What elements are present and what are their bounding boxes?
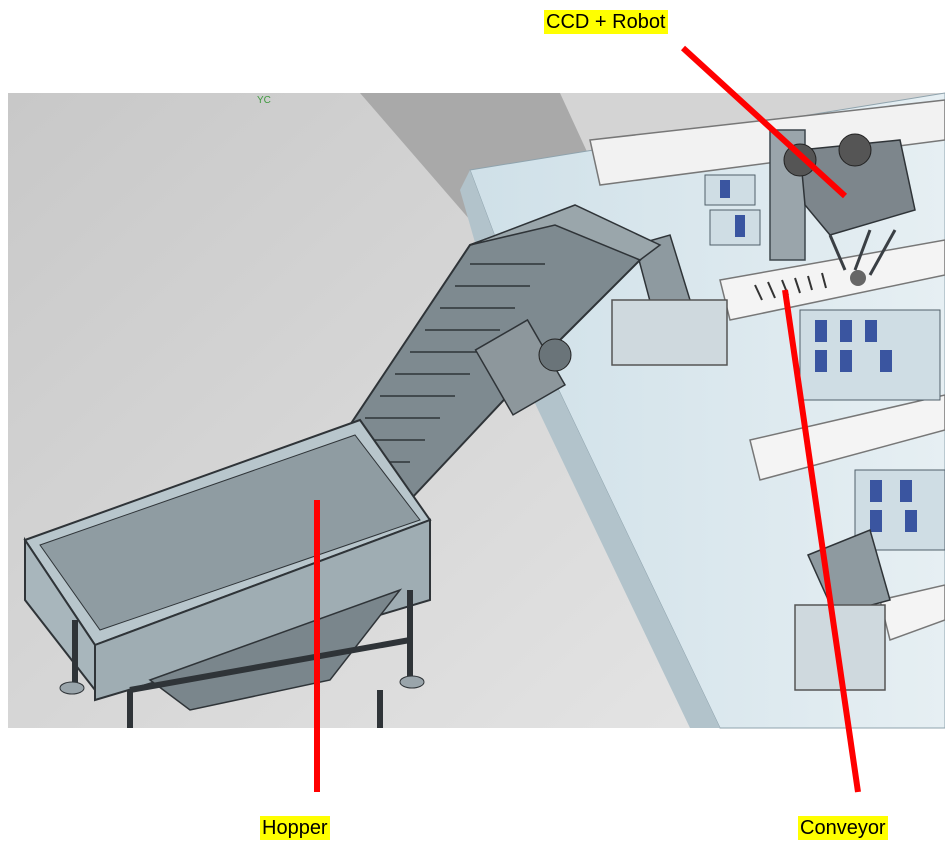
label-conveyor: Conveyor [798,816,888,840]
bottom-conveyor-belt [879,584,945,641]
label-hopper: Hopper [260,816,330,840]
elevator-motor-flange [538,338,572,372]
fan-right [838,133,872,167]
label-ccd-robot: CCD + Robot [544,10,668,34]
callout-line-ccd-robot [680,45,848,199]
axis-tag-yc: YC [257,95,271,106]
delta-robot-arms [828,229,897,276]
machine-front-face [460,170,720,728]
parts-in-trays [720,180,917,532]
hopper-inner [39,434,421,631]
upper-conveyor-belt [589,99,945,186]
robot-end-effector [850,270,866,286]
upper-feeder-base [611,299,728,366]
fan-left [783,143,817,177]
screws-on-conveyor [754,272,827,301]
lower-conveyor-belt [749,394,945,481]
callout-line-conveyor [782,289,861,793]
hopper-frame [72,590,413,728]
hopper-feet [59,675,425,695]
ccd-camera-box [799,139,916,236]
incline-elevator-top-chute [469,204,662,261]
